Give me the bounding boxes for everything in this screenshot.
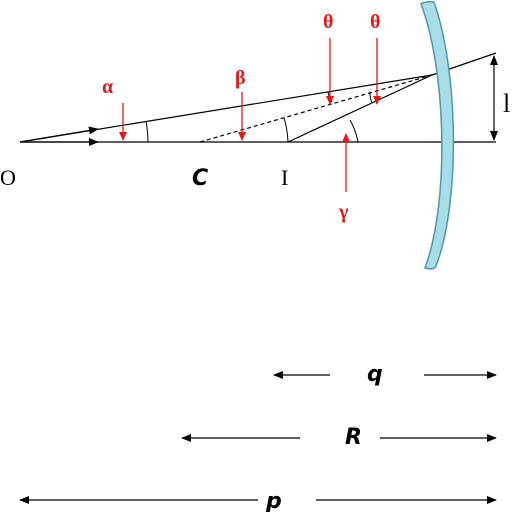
alpha-label: α	[102, 76, 113, 98]
theta-label-2: θ	[370, 11, 380, 33]
incident-ray	[19, 74, 433, 143]
beta-arc	[283, 117, 289, 143]
gamma-arc	[349, 119, 359, 143]
theta-arc-2	[369, 91, 373, 104]
height-label: l	[503, 89, 510, 118]
theta-label-1: θ	[323, 11, 333, 33]
image-point-label: I	[281, 165, 288, 190]
center-label: C	[192, 166, 208, 191]
gamma-label: γ	[338, 201, 349, 223]
reflected-ray	[287, 74, 433, 143]
beta-label: β	[235, 67, 246, 89]
r-label: R	[345, 425, 362, 450]
p-label: p	[265, 489, 282, 512]
q-label: q	[367, 362, 383, 387]
concave-mirror	[420, 0, 455, 270]
radius-line	[199, 74, 433, 143]
alpha-arc	[145, 120, 149, 143]
object-point-label: O	[0, 165, 16, 190]
